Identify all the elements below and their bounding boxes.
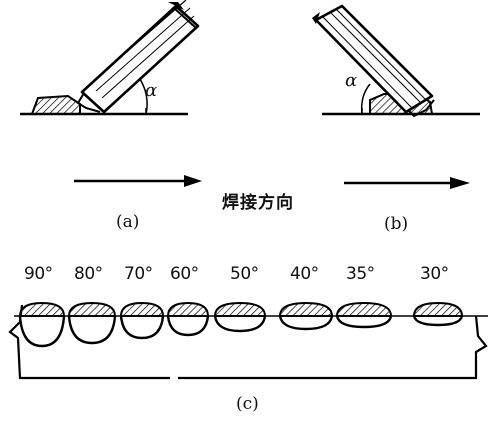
panel-b-figure (312, 4, 480, 118)
panel-b-angle-symbol: α (345, 70, 358, 91)
angle-label-60deg: 60° (170, 264, 199, 284)
panel-a-figure (20, 0, 200, 116)
weld-bead-30deg (412, 301, 464, 327)
weld-bead-35deg (335, 301, 393, 329)
weld-bead-60deg (166, 301, 210, 337)
welding-direction-label: 焊接方向 (222, 193, 294, 213)
angle-label-70deg: 70° (124, 264, 153, 284)
panel-b-electrode (312, 4, 435, 118)
angle-label-30deg: 30° (420, 264, 449, 284)
panel-c-beads (18, 301, 464, 348)
weld-bead-70deg (119, 301, 165, 340)
weld-bead-40deg (278, 301, 334, 331)
panel-c-label: (c) (236, 394, 259, 414)
panel-b-angle-arc (360, 83, 371, 115)
angle-label-40deg: 40° (290, 264, 319, 284)
panel-a-angle-symbol: α (145, 80, 158, 101)
direction-arrow-right (344, 177, 470, 189)
weld-bead-80deg (67, 301, 117, 345)
panel-a-electrode (76, 0, 200, 114)
direction-arrow-left (74, 175, 202, 187)
panel-a-weld-bead (30, 94, 81, 115)
weld-bead-90deg (18, 301, 66, 348)
weld-bead-50deg (213, 301, 267, 333)
angle-label-90deg: 90° (24, 264, 53, 284)
panel-a-label: (a) (116, 212, 140, 232)
panel-b-label: (b) (384, 214, 409, 234)
angle-label-50deg: 50° (230, 264, 259, 284)
angle-label-35deg: 35° (346, 264, 375, 284)
angle-label-80deg: 80° (74, 264, 103, 284)
